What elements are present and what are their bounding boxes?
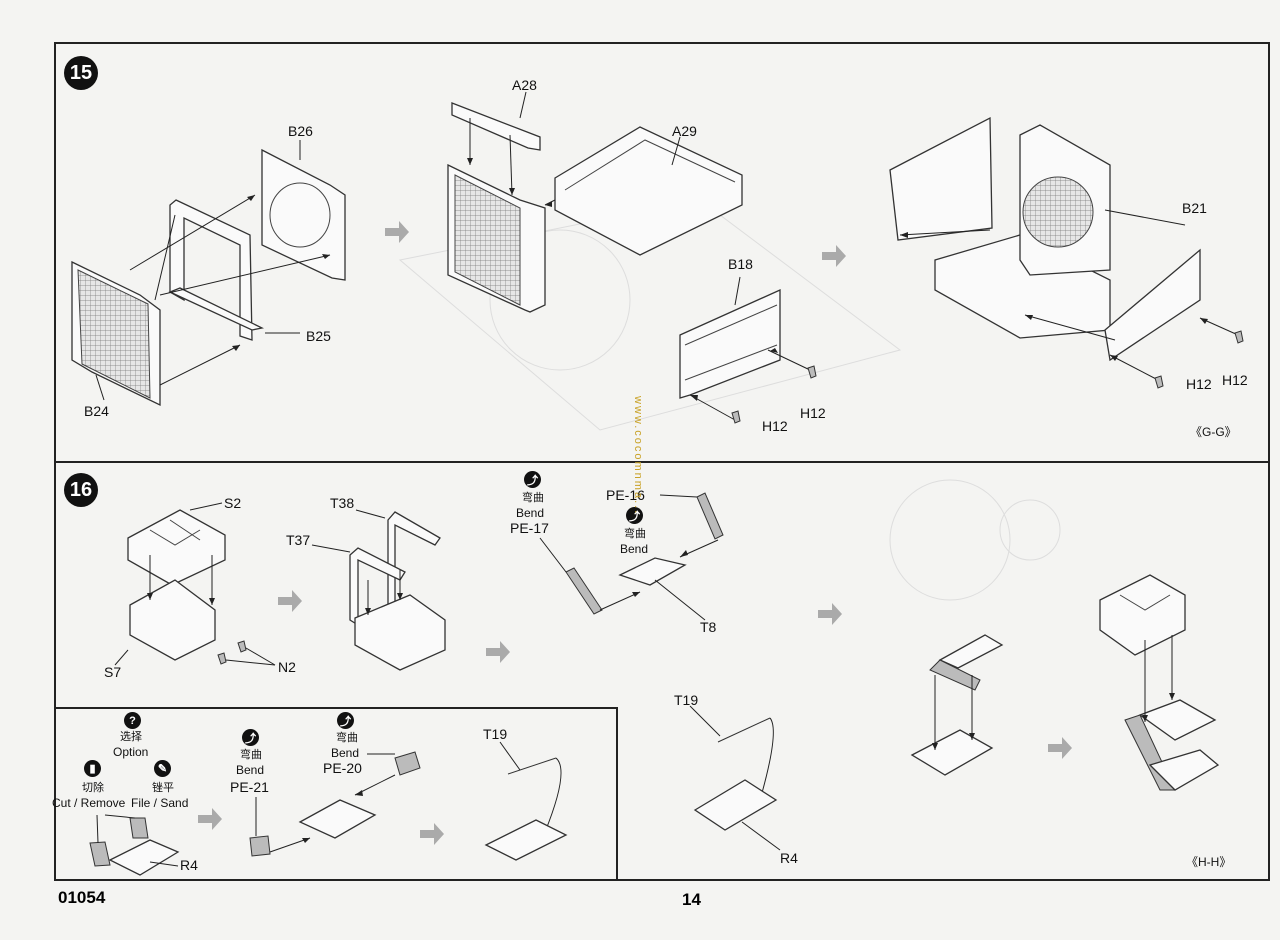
question-icon: ?	[124, 712, 141, 729]
label-r4-option: R4	[180, 857, 198, 873]
label-h12: H12	[1186, 376, 1212, 392]
part-t37	[349, 547, 406, 627]
label-t38: T38	[330, 495, 355, 511]
bend-icon: ⤴	[337, 712, 354, 729]
option-en: Option	[113, 745, 149, 759]
label-a28: A28	[512, 77, 537, 93]
option-zh: 选择	[120, 731, 142, 743]
part-n2-clip	[237, 640, 247, 653]
step-16-badge: 16	[64, 473, 98, 507]
file-area	[129, 817, 149, 839]
file-en: File / Sand	[131, 796, 189, 810]
assembled-t19	[484, 819, 568, 861]
part-b26	[261, 148, 346, 281]
label-b24: B24	[84, 403, 109, 419]
label-b25: B25	[306, 328, 331, 344]
cut-area	[89, 841, 111, 867]
bend-icon: ⤴	[626, 507, 643, 524]
part-r4-right	[693, 779, 778, 831]
label-pe20: PE-20	[323, 760, 362, 776]
bend-icon: ⤴	[524, 471, 541, 488]
flow-arrow-5	[818, 603, 842, 625]
bend-zh-pe21: 弯曲	[240, 749, 262, 761]
part-b24	[71, 260, 161, 407]
part-h12-clip	[1154, 375, 1164, 389]
label-pe21: PE-21	[230, 779, 269, 795]
label-pe17: PE-17	[510, 520, 549, 536]
step-15-panel	[54, 42, 1270, 463]
label-r4: R4	[780, 850, 798, 866]
label-a29: A29	[672, 123, 697, 139]
assembled-bracket	[910, 634, 1004, 776]
option-box	[54, 707, 618, 881]
label-t19: T19	[674, 692, 699, 708]
file-zh: 锉平	[152, 782, 174, 794]
label-b18: B18	[728, 256, 753, 272]
part-a29	[554, 126, 743, 256]
part-pe21	[249, 835, 271, 857]
flow-arrow-2	[822, 245, 846, 267]
part-s2	[127, 509, 226, 586]
label-b26: B26	[288, 123, 313, 139]
bend-zh-pe16: 弯曲	[624, 528, 646, 540]
flow-arrow-7	[198, 808, 222, 830]
label-h12: H12	[762, 418, 788, 434]
section-label-h-h: 《H-H》	[1186, 855, 1232, 869]
part-h12-clip	[1234, 330, 1244, 344]
step-15-badge: 15	[64, 56, 98, 90]
label-t37: T37	[286, 532, 311, 548]
watermark-text: www.cocomnma...	[632, 396, 644, 516]
flow-arrow-1	[385, 221, 409, 243]
label-h12: H12	[800, 405, 826, 421]
part-b18	[679, 288, 781, 399]
part-b25	[168, 199, 265, 341]
label-b21: B21	[1182, 200, 1207, 216]
label-t8: T8	[700, 619, 717, 635]
assembled-battery-box	[354, 594, 446, 671]
bend-en-pe20: Bend	[331, 746, 360, 760]
flow-arrow-8	[420, 823, 444, 845]
flow-arrow-3	[278, 590, 302, 612]
part-s7	[129, 579, 216, 661]
assembled-battery-rack	[1099, 574, 1220, 791]
bend-zh-pe20: 弯曲	[336, 732, 358, 744]
part-r4-option	[108, 839, 180, 876]
bend-en-pe16: Bend	[620, 542, 649, 556]
flow-arrow-6	[1048, 737, 1072, 759]
page-number: 14	[682, 890, 701, 909]
part-pe20	[394, 751, 421, 776]
bend-en-pe17: Bend	[516, 506, 545, 520]
part-h12-clip	[731, 410, 741, 424]
step-16-panel	[54, 461, 1270, 881]
label-n2: N2	[278, 659, 296, 675]
label-t19-option: T19	[483, 726, 508, 742]
assembled-grille	[447, 163, 546, 313]
part-n2-clip	[217, 652, 227, 665]
bend-en-pe21: Bend	[236, 763, 265, 777]
file-icon: ✎	[154, 760, 171, 777]
part-pe20-plate	[298, 799, 377, 839]
flow-arrow-4	[486, 641, 510, 663]
part-h12-clip	[807, 365, 817, 379]
assembled-cooling-unit	[889, 116, 1201, 362]
bend-icon: ⤴	[242, 729, 259, 746]
section-label-g-g: 《G-G》	[1190, 425, 1237, 439]
label-pe16: PE-16	[606, 487, 645, 503]
label-s7: S7	[104, 664, 122, 680]
catalog-number: 01054	[58, 888, 106, 907]
cut-en: Cut / Remove	[52, 796, 126, 810]
part-t8	[618, 557, 687, 586]
part-pe16	[696, 492, 724, 540]
part-pe17	[565, 567, 603, 615]
cut-zh: 切除	[82, 782, 104, 794]
label-s2: S2	[224, 495, 242, 511]
part-a28	[451, 102, 541, 151]
label-h12: H12	[1222, 372, 1248, 388]
cut-icon: ▮	[84, 760, 101, 777]
bend-zh-pe17: 弯曲	[522, 492, 544, 504]
